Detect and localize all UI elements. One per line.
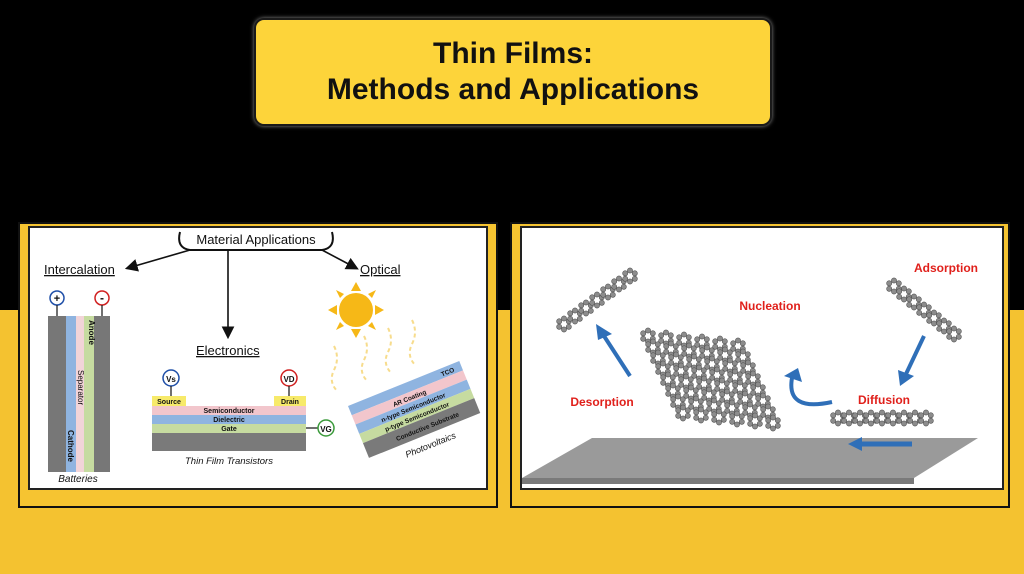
dielectric-layer: [152, 415, 306, 424]
gate-layer: [152, 424, 306, 433]
material-applications-diagram: Material Applications Intercalation Elec…: [44, 231, 481, 485]
vd-label: VD: [283, 375, 294, 384]
source-contact: [152, 396, 186, 406]
drain-contact: [274, 396, 306, 406]
ar-coating-layer: [351, 370, 467, 425]
conductive-substrate-layer: [362, 398, 481, 458]
drain-label: Drain: [281, 399, 299, 406]
battery-left-collector: [48, 316, 66, 472]
n-type-layer: [355, 379, 471, 434]
nucleation-arrow: [784, 368, 833, 407]
diffusion-label: Diffusion: [858, 393, 910, 407]
battery-right-collector: [94, 316, 110, 472]
desorption-label: Desorption: [570, 395, 633, 409]
material-applications-panel: Material Applications Intercalation Elec…: [28, 226, 488, 490]
film-growth-panel: Adsorption Nucleation Desorption Diffusi…: [520, 226, 1004, 490]
substrate-plate: [522, 438, 978, 478]
optical-label: Optical: [360, 262, 401, 277]
electronics-label: Electronics: [196, 343, 260, 358]
arrow-intercalation: [124, 249, 191, 272]
battery-plus-label: +: [54, 293, 60, 305]
battery-anode-layer: [84, 316, 94, 472]
vs-label: Vs: [166, 375, 176, 384]
gate-label: Gate: [221, 426, 237, 433]
source-label: Source: [157, 399, 181, 406]
root-label: Material Applications: [196, 232, 316, 247]
separator-label: Separator: [76, 370, 85, 405]
batteries-caption: Batteries: [58, 474, 97, 485]
battery-minus-label: -: [100, 291, 104, 305]
sun-icon: [328, 282, 384, 338]
adsorption-arrow: [898, 335, 926, 386]
title-banner: Thin Films: Methods and Applications: [254, 18, 772, 126]
anode-label: Anode: [87, 320, 96, 345]
battery-cathode-layer: [66, 316, 76, 472]
adsorption-label: Adsorption: [914, 261, 978, 275]
transistor-substrate: [152, 433, 306, 451]
title-line-2: Methods and Applications: [326, 73, 700, 106]
molecule-clusters: [556, 267, 962, 432]
semiconductor-label: Semiconductor: [204, 408, 255, 415]
vg-terminal: [317, 419, 335, 437]
vg-label: VG: [320, 425, 332, 434]
cathode-label: Cathode: [66, 430, 75, 463]
substrate-edge: [522, 478, 914, 484]
semiconductor-layer: [152, 406, 306, 415]
arrow-optical: [321, 249, 359, 270]
root-bracket: [178, 231, 334, 251]
battery-illustration: + - Anode Separator Cathode Batteries: [48, 290, 110, 485]
transistor-illustration: Vs VD Source Drain Semiconductor Dielect…: [152, 369, 335, 467]
film-growth-diagram: Adsorption Nucleation Desorption Diffusi…: [522, 261, 978, 484]
tco-layer: [348, 361, 464, 416]
nucleation-label: Nucleation: [739, 299, 800, 313]
tco-label: TCO: [440, 367, 455, 379]
light-rays: [330, 319, 417, 393]
diffusion-arrow: [848, 437, 912, 451]
intercalation-label: Intercalation: [44, 262, 115, 277]
title-line-1: Thin Films:: [433, 37, 593, 70]
photovoltaic-stack: TCO AR Coating n-type Semiconductor p-ty…: [348, 361, 481, 460]
battery-separator-layer: [76, 316, 84, 472]
dielectric-label: Dielectric: [213, 417, 245, 424]
desorption-arrow: [596, 324, 632, 378]
p-type-layer: [359, 388, 475, 444]
tft-caption: Thin Film Transistors: [185, 456, 273, 467]
